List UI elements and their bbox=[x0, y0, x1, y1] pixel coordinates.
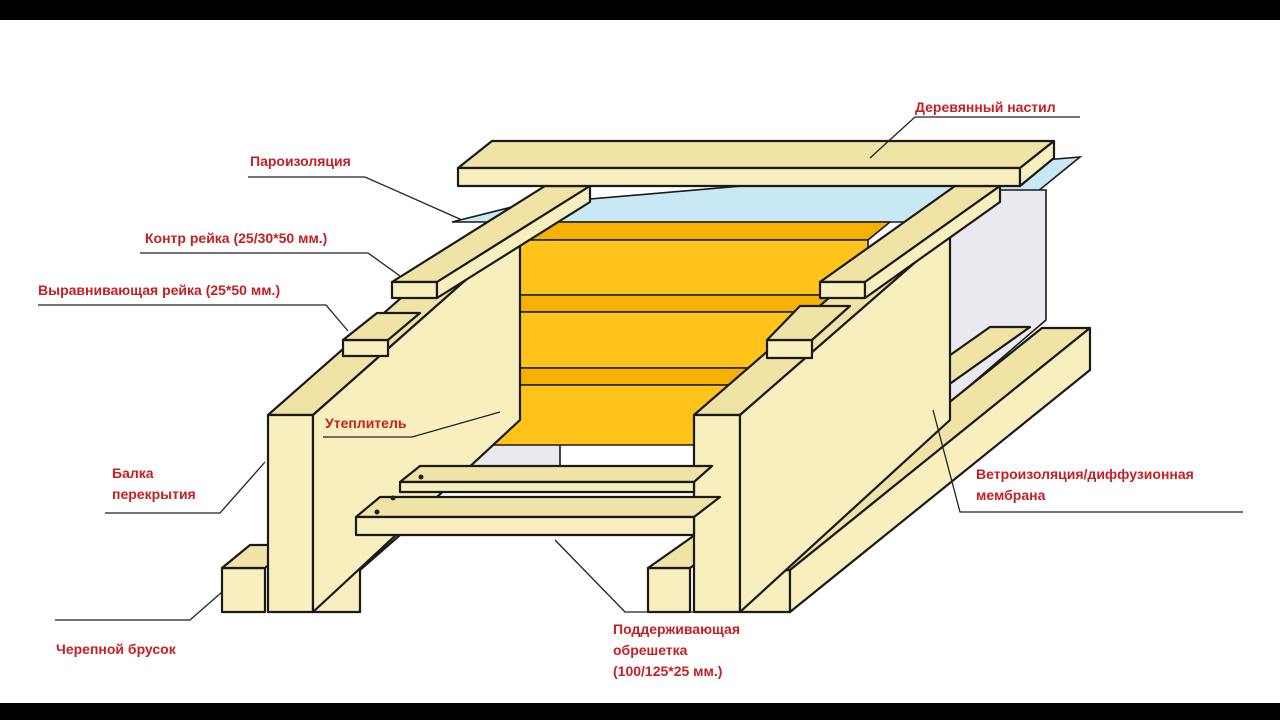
label-counter-batten: Контр рейка (25/30*50 мм.) bbox=[145, 230, 327, 246]
label-wind-line2: мембрана bbox=[976, 487, 1046, 503]
leveling-battens bbox=[341, 304, 852, 360]
label-support-line2: обрешетка bbox=[613, 642, 688, 658]
label-support-line3: (100/125*25 мм.) bbox=[613, 663, 722, 679]
label-skull-bar: Черепной брусок bbox=[56, 641, 177, 657]
label-wood-deck: Деревянный настил bbox=[915, 99, 1056, 115]
label-beam-line2: перекрытия bbox=[112, 486, 196, 502]
letterbox-bottom bbox=[0, 703, 1280, 720]
label-support-line1: Поддерживающая bbox=[613, 621, 740, 637]
label-insulation: Утеплитель bbox=[325, 415, 407, 431]
supporting-battens bbox=[354, 464, 722, 537]
letterbox-top bbox=[0, 0, 1280, 20]
label-leveling-batten: Выравнивающая рейка (25*50 мм.) bbox=[38, 282, 280, 298]
labels: Деревянный настил Пароизоляция Контр рей… bbox=[38, 99, 1194, 679]
label-vapor-barrier: Пароизоляция bbox=[250, 153, 351, 169]
leader-lines bbox=[38, 116, 1243, 621]
wood-deck-board bbox=[456, 139, 1056, 188]
counter-battens bbox=[390, 184, 1002, 300]
label-beam-line1: Балка bbox=[112, 465, 154, 481]
label-wind-line1: Ветроизоляция/диффузионная bbox=[976, 466, 1194, 482]
